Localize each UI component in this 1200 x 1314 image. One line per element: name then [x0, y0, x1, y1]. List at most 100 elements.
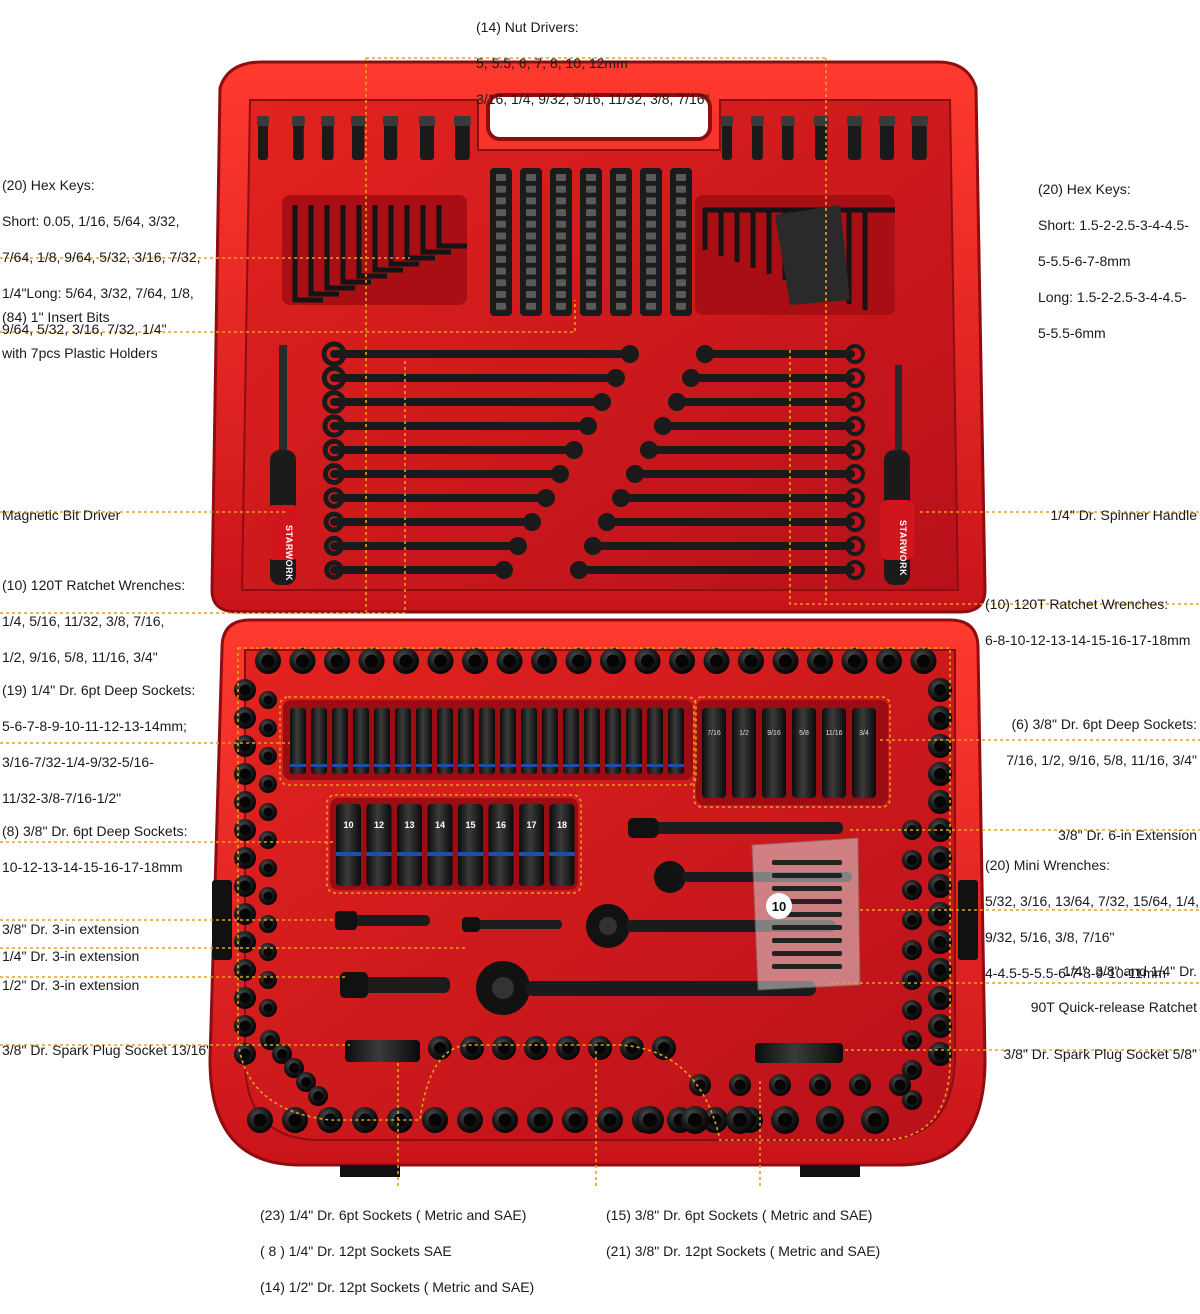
deep-socket: [542, 708, 558, 774]
deep-socket-ring: [416, 764, 432, 767]
wrench-ratchet-end: [523, 513, 541, 531]
bit: [526, 267, 536, 275]
wrench-ratchet-end: [626, 465, 644, 483]
bit: [676, 279, 686, 287]
bit: [586, 244, 596, 252]
wrench-shaft: [579, 566, 855, 574]
deep-socket-ring: [542, 764, 558, 767]
label-line: 3/8" Dr. 3-in extension: [2, 921, 140, 937]
nut-driver: [880, 116, 894, 160]
bit-holder: [580, 168, 602, 316]
bit: [496, 255, 506, 263]
deep-socket-ring: [563, 764, 579, 767]
bit: [646, 232, 656, 240]
socket-bore: [263, 723, 273, 733]
socket-bore: [399, 654, 413, 668]
socket-bore: [934, 964, 946, 976]
wrench-ratchet-end: [579, 417, 597, 435]
socket-bore: [823, 1113, 837, 1127]
label-ratchet-wrenches-metric: (10) 120T Ratchet Wrenches: 6-8-10-12-13…: [985, 577, 1190, 667]
socket-bore: [263, 1003, 273, 1013]
label-line: Short: 1.5-2-2.5-3-4-4.5-: [1038, 217, 1189, 233]
nut-drivers: [257, 116, 928, 160]
deep-socket-ring: [668, 764, 684, 767]
socket-bore: [301, 1077, 311, 1087]
deep-socket-ring: [605, 764, 621, 767]
label-line: 3/16, 1/4, 9/32, 5/16, 11/32, 3/8, 7/16": [476, 91, 710, 107]
label-line: 9/32, 5/16, 3/8, 7/16": [985, 929, 1115, 945]
socket-size-mark: 10: [343, 820, 353, 830]
label-bottom-left: (23) 1/4" Dr. 6pt Sockets ( Metric and S…: [260, 1188, 534, 1314]
nut-driver-cap: [292, 116, 305, 126]
socket-bore: [907, 945, 917, 955]
label-ext-12-3in: 1/2" Dr. 3-in extension: [2, 958, 139, 1012]
deep-socket: [822, 708, 846, 798]
hex-key: [356, 205, 387, 279]
bit: [646, 185, 656, 193]
label-line: 1/4, 5/16, 11/32, 3/8, 7/16,: [2, 613, 165, 629]
bit: [676, 255, 686, 263]
socket-bore: [708, 1113, 722, 1127]
deep-socket: [647, 708, 663, 774]
label-line: 1/4", 3/8" and 1/4" Dr.: [1063, 963, 1197, 979]
socket-bore: [263, 807, 273, 817]
deep-socket: [521, 708, 537, 774]
socket-bore: [239, 1020, 251, 1032]
deep-socket: [702, 708, 726, 798]
label-line: 3/16-7/32-1/4-9/32-5/16-: [2, 754, 154, 770]
nut-driver: [420, 116, 434, 160]
bit: [586, 185, 596, 193]
socket-bore: [468, 654, 482, 668]
socket-size-mark: 18: [557, 820, 567, 830]
deep-socket: [488, 804, 514, 886]
nut-driver-cap: [781, 116, 795, 126]
bit: [646, 267, 656, 275]
deep-socket: [416, 708, 432, 774]
bit: [616, 267, 626, 275]
bit: [646, 302, 656, 310]
three-inch-extension-38: [335, 911, 430, 930]
bit: [556, 232, 566, 240]
socket-bore: [934, 1020, 946, 1032]
bit: [496, 279, 506, 287]
socket-bore: [744, 654, 758, 668]
socket-bore: [239, 880, 251, 892]
label-line: (21) 3/8" Dr. 12pt Sockets ( Metric and …: [606, 1243, 881, 1259]
deep-socket-ring: [458, 852, 483, 856]
bit-holder: [670, 168, 692, 316]
label-line: 1/2" Dr. 3-in extension: [2, 977, 140, 993]
socket-bore: [263, 891, 273, 901]
deep-socket-ring: [395, 764, 411, 767]
socket-bore: [537, 654, 551, 668]
socket-bore: [239, 768, 251, 780]
label-three-eighth-deep-metric: (8) 3/8" Dr. 6pt Deep Sockets: 10-12-13-…: [2, 804, 188, 894]
bit: [676, 291, 686, 298]
nut-driver-cap: [751, 116, 764, 126]
socket-bore: [917, 654, 930, 668]
label-line: 5/32, 3/16, 13/64, 7/32, 15/64, 1/4,: [985, 893, 1200, 909]
hex-key: [340, 205, 371, 285]
nut-driver-cap: [814, 116, 829, 126]
label-line: Magnetic Bit Driver: [2, 507, 121, 523]
socket-bore: [675, 654, 689, 668]
deep-socket-ring: [647, 764, 663, 767]
wrench-shaft: [330, 398, 602, 406]
wrench-box-end: [845, 440, 865, 460]
bit: [586, 279, 596, 287]
six-inch-extension: [628, 818, 843, 838]
socket-bore: [239, 908, 251, 920]
bit: [646, 279, 656, 287]
bit: [556, 302, 566, 310]
bit: [646, 174, 656, 181]
deep-socket: [332, 708, 348, 774]
socket-bore: [778, 1113, 792, 1127]
bit: [496, 209, 506, 217]
case-handle-top: [486, 93, 712, 141]
wrench-ratchet-end: [509, 537, 527, 555]
spark-plug-socket-58: [755, 1043, 843, 1063]
wrench-shaft: [330, 422, 588, 430]
bit: [586, 209, 596, 217]
label-ext-14-3in: 1/4" Dr. 3-in extension: [2, 929, 139, 983]
deep-socket: [427, 804, 453, 886]
